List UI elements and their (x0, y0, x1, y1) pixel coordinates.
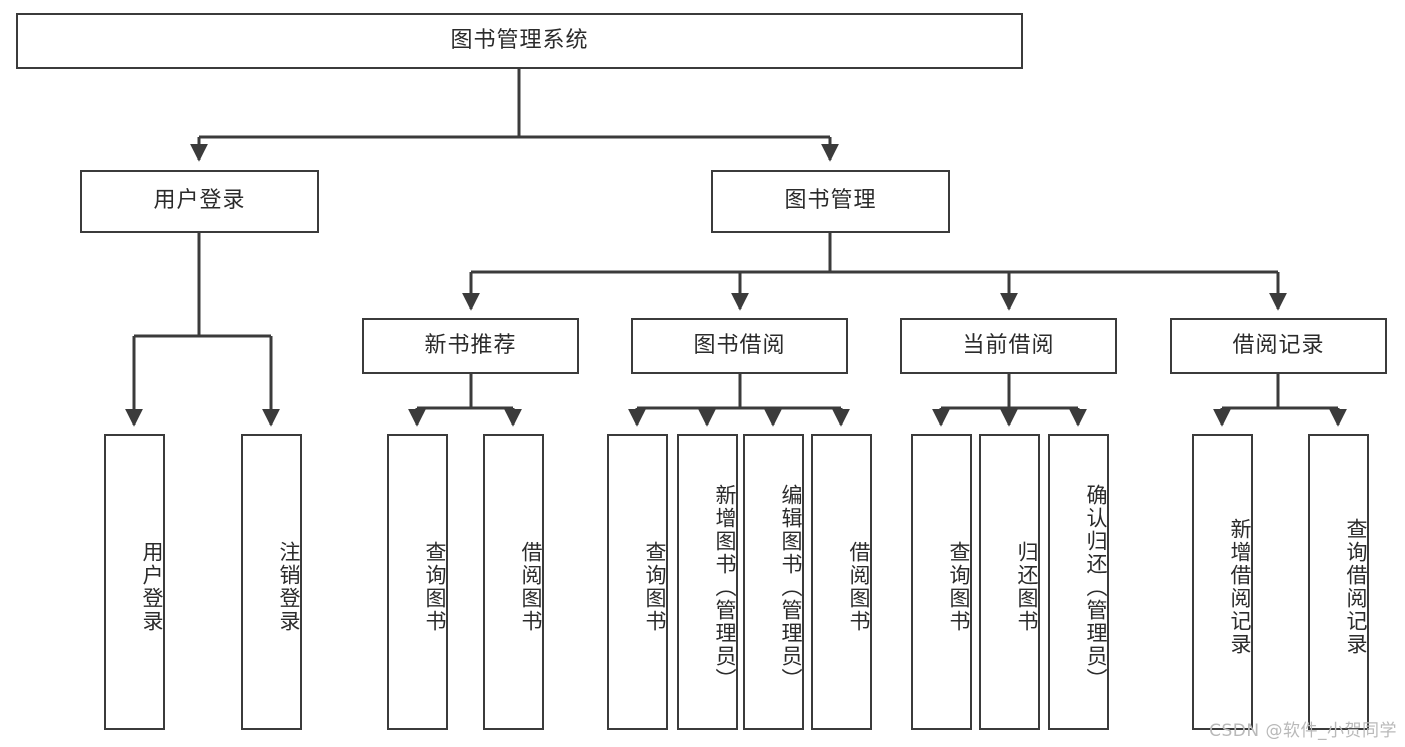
leaf-recommend-borrow-book[interactable]: 借阅图书 (483, 434, 544, 730)
node-label: 用户登录 (140, 541, 164, 633)
leaf-recommend-query-book[interactable]: 查询图书 (387, 434, 448, 730)
node-book-management[interactable]: 图书管理 (711, 170, 950, 233)
node-user-login[interactable]: 用户登录 (80, 170, 319, 233)
node-borrow-record[interactable]: 借阅记录 (1170, 318, 1387, 374)
leaf-current-query-book[interactable]: 查询图书 (911, 434, 972, 730)
node-label: 确认归还（管理员） (1084, 483, 1108, 691)
node-label: 图书管理系统 (450, 27, 589, 53)
node-label: 新书推荐 (424, 332, 517, 358)
leaf-record-add-borrow-record[interactable]: 新增借阅记录 (1192, 434, 1253, 730)
node-root-book-management-system[interactable]: 图书管理系统 (16, 13, 1023, 69)
node-label: 查询图书 (423, 541, 447, 633)
node-label: 新增借阅记录 (1228, 518, 1252, 656)
node-label: 新增图书（管理员） (713, 483, 737, 691)
node-label: 借阅图书 (519, 541, 543, 633)
leaf-user-logout[interactable]: 注销登录 (241, 434, 302, 730)
leaf-borrow-borrow-book[interactable]: 借阅图书 (811, 434, 872, 730)
node-label: 查询图书 (947, 541, 971, 633)
node-label: 用户登录 (153, 188, 246, 214)
leaf-current-confirm-return-admin[interactable]: 确认归还（管理员） (1048, 434, 1109, 730)
node-label: 图书借阅 (693, 332, 786, 358)
node-book-borrow[interactable]: 图书借阅 (631, 318, 848, 374)
node-new-book-recommend[interactable]: 新书推荐 (362, 318, 579, 374)
node-label: 查询借阅记录 (1344, 518, 1368, 656)
leaf-borrow-edit-book-admin[interactable]: 编辑图书（管理员） (743, 434, 804, 730)
watermark-text: CSDN @软件_小贺同学 (1209, 721, 1397, 741)
leaf-borrow-query-book[interactable]: 查询图书 (607, 434, 668, 730)
leaf-current-return-book[interactable]: 归还图书 (979, 434, 1040, 730)
node-label: 图书管理 (784, 188, 877, 214)
node-label: 编辑图书（管理员） (779, 483, 803, 691)
node-label: 借阅记录 (1232, 332, 1325, 358)
node-label: 注销登录 (277, 541, 301, 633)
leaf-record-query-borrow-record[interactable]: 查询借阅记录 (1308, 434, 1369, 730)
leaf-borrow-add-book-admin[interactable]: 新增图书（管理员） (677, 434, 738, 730)
node-label: 借阅图书 (847, 541, 871, 633)
leaf-user-login[interactable]: 用户登录 (104, 434, 165, 730)
node-label: 归还图书 (1015, 541, 1039, 633)
node-label: 查询图书 (643, 541, 667, 633)
node-label: 当前借阅 (962, 332, 1055, 358)
node-current-borrow[interactable]: 当前借阅 (900, 318, 1117, 374)
